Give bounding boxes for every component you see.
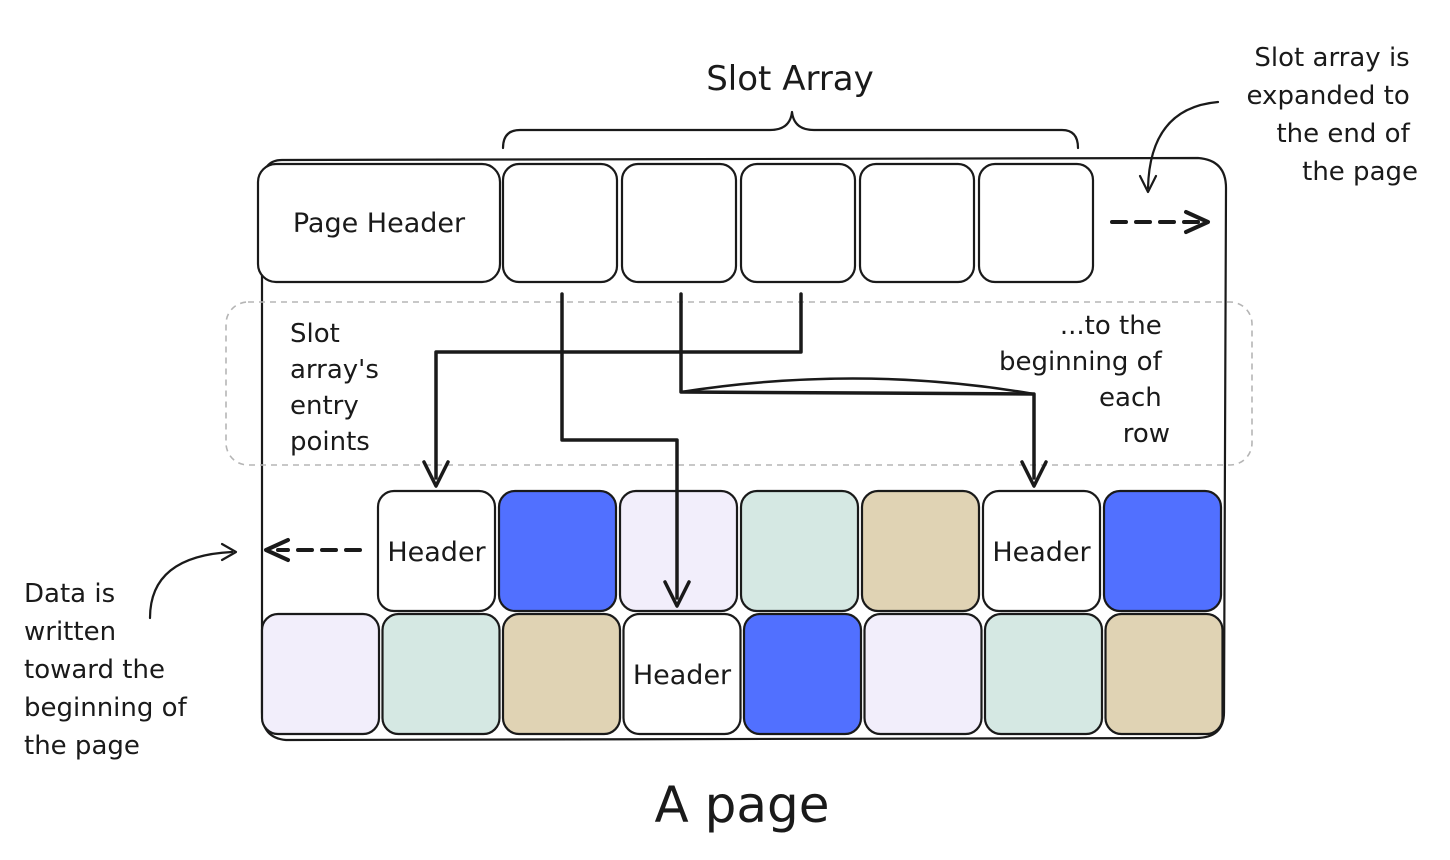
note-to-beginning: ...to the beginning of each row	[999, 311, 1170, 449]
page-header-label: Page Header	[293, 208, 466, 239]
slot-box-4-box	[858, 162, 976, 284]
row2-data-cell-1	[260, 612, 381, 736]
row2-header-cell-4: Header	[622, 612, 742, 736]
row1-data-cell-4	[739, 489, 860, 613]
note-arrow-top-right	[1146, 100, 1220, 190]
slot-box-2-box	[620, 162, 738, 284]
note-slot-expanded: Slot array is expanded to the end of the…	[1247, 43, 1418, 187]
row2-data-cell-3	[501, 612, 622, 736]
row2-data-cell-5-box	[742, 612, 863, 736]
row1-data-cell-5-box	[860, 489, 981, 613]
slot-box-1-box	[501, 162, 619, 284]
data-row-1: Header Header	[376, 489, 1223, 613]
slot-array-row: Page Header	[256, 162, 1095, 284]
row1-data-cell-5	[860, 489, 981, 613]
row2-data-cell-8	[1104, 612, 1224, 736]
slot-array-brace	[501, 110, 1080, 150]
row2-data-cell-7	[983, 612, 1104, 736]
row1-header-cell-6-box	[981, 489, 1102, 613]
row-header-label: Header	[992, 537, 1091, 568]
pointer-slot1-to-row2-header	[560, 292, 679, 600]
row1-header-cell-1-box	[376, 489, 497, 613]
diagram-title: Slot Array	[706, 59, 874, 99]
pointer-slot2-to-row1-header	[679, 292, 1036, 480]
row-header-label: Header	[387, 537, 486, 568]
row1-header-cell-6: Header	[981, 489, 1102, 613]
row1-header-cell-1: Header	[376, 489, 497, 613]
write-left-arrow	[264, 538, 362, 562]
note-arrow-bottom-left	[148, 550, 234, 620]
expand-right-arrow	[1110, 210, 1210, 234]
slot-box-3-box	[739, 162, 857, 284]
data-row-2: Header	[260, 612, 1224, 736]
row2-data-cell-7-box	[983, 612, 1104, 736]
row2-data-cell-1-box	[260, 612, 381, 736]
pointer-slot3-to-row1-header	[434, 292, 803, 480]
slot-pointer-lines	[422, 292, 1048, 608]
entry-points-region	[225, 301, 1253, 466]
row2-data-cell-6-box	[863, 612, 983, 736]
diagram-caption: A page	[655, 776, 830, 834]
row2-data-cell-2	[381, 612, 501, 736]
slot-box-4	[858, 162, 976, 284]
row2-data-cell-6	[863, 612, 983, 736]
row1-data-cell-2	[497, 489, 618, 613]
row1-data-cell-4-box	[739, 489, 860, 613]
row1-data-cell-7	[1102, 489, 1223, 613]
row2-data-cell-8-box	[1104, 612, 1224, 736]
slot-box-3	[739, 162, 857, 284]
row1-data-cell-7-box	[1102, 489, 1223, 613]
slot-box-2	[620, 162, 738, 284]
row2-data-cell-5	[742, 612, 863, 736]
slot-box-1	[501, 162, 619, 284]
row2-data-cell-3-box	[501, 612, 622, 736]
slot-box-5	[977, 162, 1095, 284]
page-header-box	[256, 162, 502, 284]
row2-data-cell-2-box	[381, 612, 501, 736]
row-header-label: Header	[633, 660, 732, 691]
note-entry-points: Slot array's entry points	[290, 319, 387, 457]
slot-box-5-box	[977, 162, 1095, 284]
row1-data-cell-2-box	[497, 489, 618, 613]
note-data-written: Data is written toward the beginning of …	[24, 579, 195, 761]
row2-header-cell-4-box	[622, 612, 742, 736]
